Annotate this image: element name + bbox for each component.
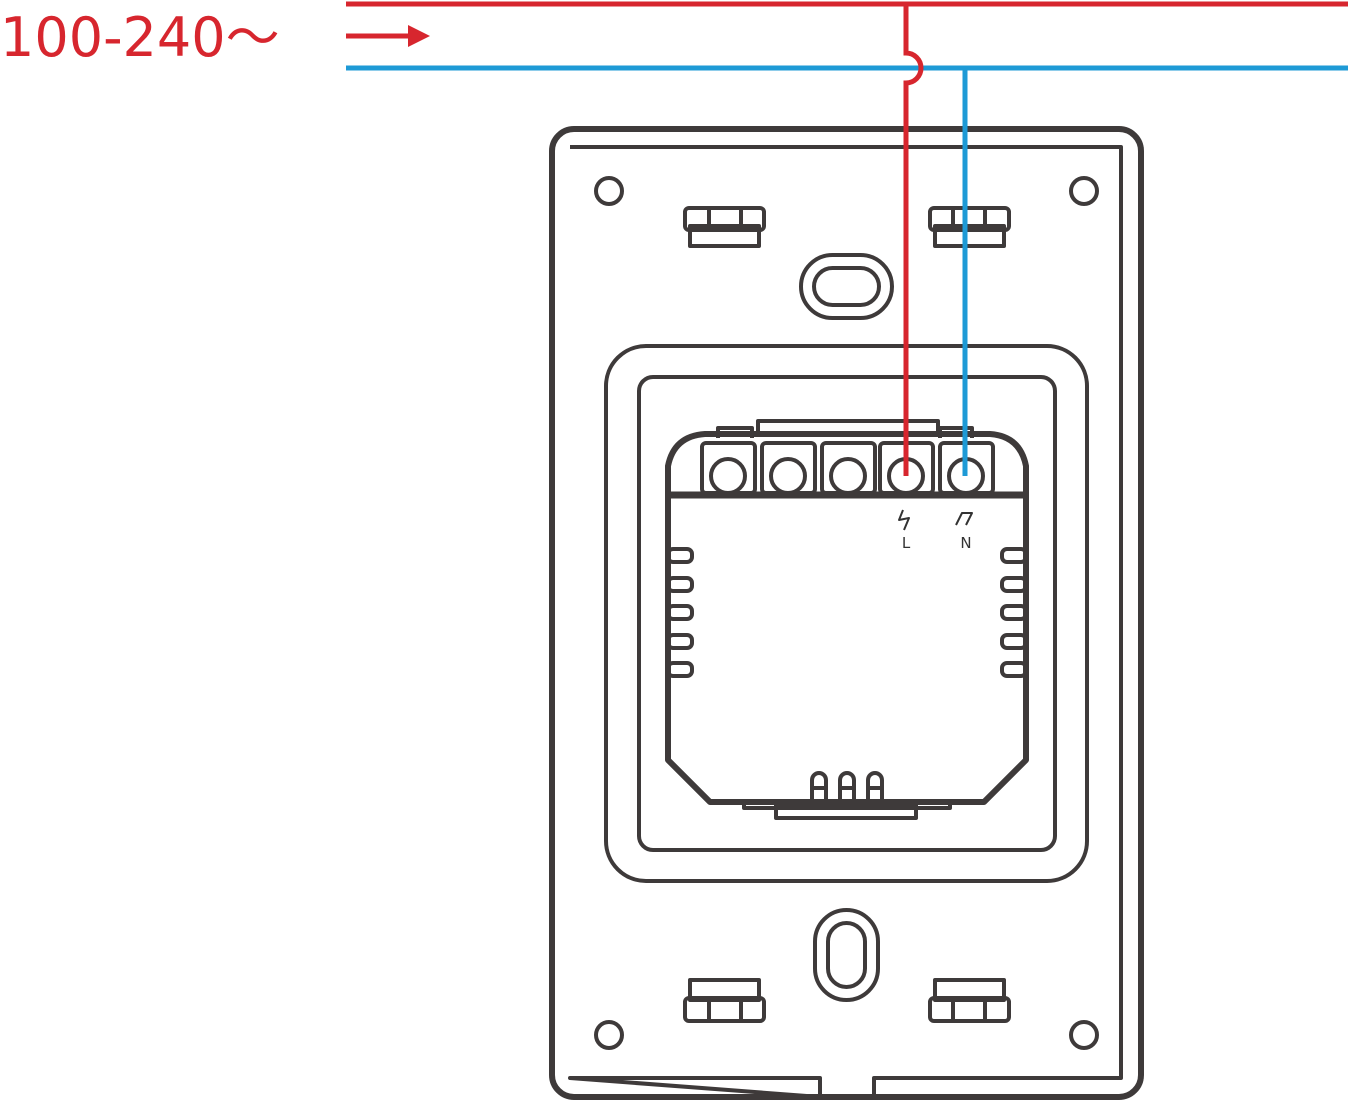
bottom-connector [742,771,952,820]
mount-slots [799,253,894,1002]
screw-hole-bottom-right [1069,1020,1099,1050]
screw-hole-bottom-left [594,1020,624,1050]
neutral-terminal-label: N [960,534,971,552]
screw-holes [594,176,1099,1050]
mounting-frame [604,344,1089,883]
screw-hole-top-left [594,176,624,206]
screw-hole-top-right [1069,176,1099,206]
terminal-screw-1 [709,457,747,495]
arrow-right-icon [346,25,430,47]
clip-bottom-right [928,978,1011,1023]
slot-bottom [813,908,880,1002]
side-latches-right [1000,547,1028,678]
slot-top [799,253,894,320]
voltage-label: 100-240～ [0,6,280,69]
terminal-screw-3 [829,457,867,495]
clip-top-left [683,206,766,248]
live-terminal-label: L [902,534,911,552]
side-latches-left [666,547,694,678]
terminal-blocks [700,441,995,495]
clip-bottom-left [683,978,766,1023]
terminal-screw-2 [769,457,807,495]
relay-module [665,419,1029,820]
mount-clips [683,206,1011,1023]
switch-backplate [549,126,1144,1100]
live-drop-wire [903,4,924,476]
clip-top-right [928,206,1011,248]
lightning-icon [898,509,910,531]
neutral-wave-icon [955,512,973,526]
